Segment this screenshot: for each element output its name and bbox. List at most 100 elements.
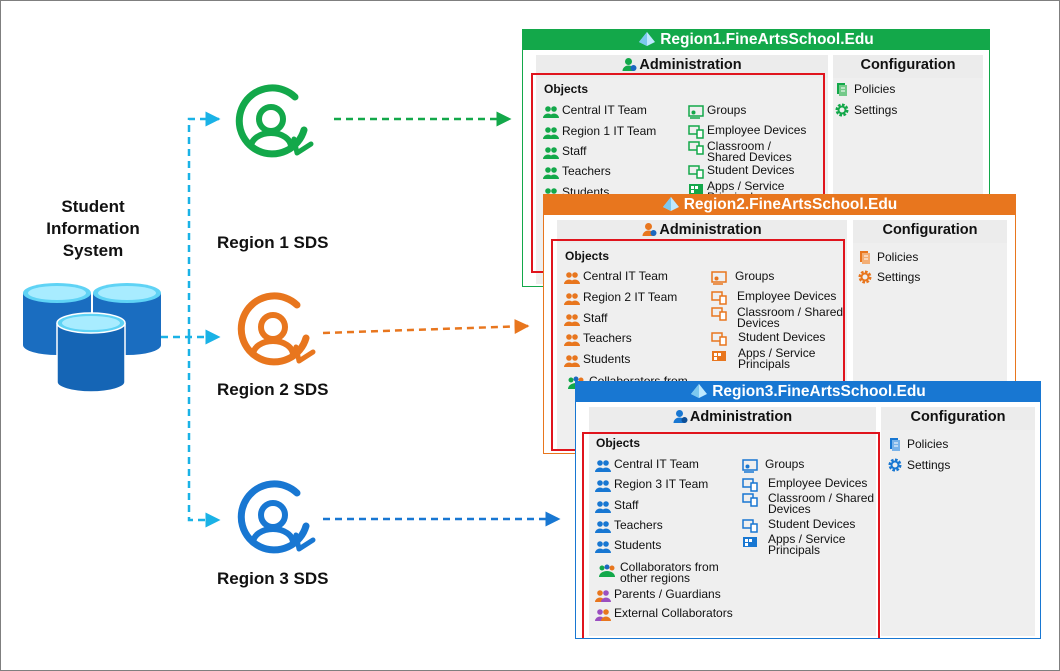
region1-tenant-header: Region1.FineArtsSchool.Edu <box>523 30 989 50</box>
device-icon <box>742 519 758 533</box>
object-item-label: Groups <box>735 269 775 283</box>
apps-icon <box>712 351 726 361</box>
group-icon <box>711 271 727 285</box>
sis-to-region1-arrow <box>187 111 221 336</box>
configuration-header: Configuration <box>881 407 1035 428</box>
configuration-body: Policies Settings <box>881 430 1035 636</box>
object-item-label: External Collaborators <box>614 606 733 620</box>
users-icon <box>543 147 559 159</box>
device-icon <box>711 307 727 321</box>
sis-title-line-1: Student <box>61 197 125 216</box>
group-icon <box>742 459 758 473</box>
object-item-label: Teachers <box>562 164 611 178</box>
region2-domain: Region2.FineArtsSchool.Edu <box>683 196 898 213</box>
object-item-label: Classroom / Shared Devices <box>737 305 844 330</box>
object-item-label: Students <box>614 538 662 552</box>
azure-ad-icon <box>662 197 679 211</box>
object-item-label: Central IT Team <box>583 269 668 283</box>
apps-icon <box>689 184 703 194</box>
object-item-label: Student Devices <box>738 330 826 344</box>
users-icon <box>595 501 611 513</box>
device-icon <box>688 125 704 139</box>
users-icon <box>564 314 580 326</box>
object-item-label: Region 2 IT Team <box>583 290 678 304</box>
device-icon <box>711 332 727 346</box>
object-item-label: Staff <box>562 144 587 158</box>
gear-icon <box>858 270 872 284</box>
region3-tenant: Region3.FineArtsSchool.Edu Administratio… <box>575 381 1041 639</box>
configuration-header: Configuration <box>853 220 1007 241</box>
administration-label: Administration <box>639 57 742 73</box>
object-item-label: Region 3 IT Team <box>614 477 709 491</box>
region1-sync-icon <box>235 84 314 158</box>
region3-configuration-panel: Configuration Policies Settings <box>881 407 1035 636</box>
database-icon <box>23 283 161 393</box>
region1-domain: Region1.FineArtsSchool.Edu <box>660 31 874 48</box>
db-cylinder-3 <box>56 312 126 393</box>
region3-domain: Region3.FineArtsSchool.Edu <box>712 383 926 400</box>
region1-sds-label: Region 1 SDS <box>217 233 329 252</box>
users-icon <box>595 521 611 533</box>
config-item-label: Settings <box>877 270 921 284</box>
region3-administration-panel: Administration <box>589 407 876 636</box>
gear-icon <box>888 458 902 472</box>
region2-objects-box: Objects Central IT Team Region 2 IT Team… <box>551 239 845 451</box>
object-item-label: Classroom / Shared Devices <box>707 139 792 164</box>
users-icon <box>595 460 611 472</box>
policy-icon <box>837 83 847 96</box>
administration-header: Administration <box>557 220 847 241</box>
administration-label: Administration <box>659 222 762 238</box>
admin-icon <box>673 410 688 423</box>
device-icon <box>742 478 758 492</box>
region2-tenant-header: Region2.FineArtsSchool.Edu <box>544 195 1015 215</box>
users-icon <box>595 480 611 492</box>
region3-sync-icon <box>237 480 316 554</box>
users-icon <box>564 293 580 305</box>
region2-sync-icon <box>237 292 316 366</box>
object-item-label: Employee Devices <box>768 476 868 490</box>
objects-title: Objects <box>565 249 610 263</box>
object-item-label: Student Devices <box>707 163 795 177</box>
group-icon <box>688 105 704 119</box>
object-item-label: Employee Devices <box>707 123 807 137</box>
config-item-label: Policies <box>854 82 896 96</box>
administration-label: Administration <box>689 409 793 425</box>
sis-title-line-2: Information <box>46 219 140 238</box>
region3-sds-label: Region 3 SDS <box>217 569 329 588</box>
device-icon <box>688 141 704 155</box>
sis-title: Student Information System <box>23 196 163 262</box>
object-item-label: Teachers <box>583 331 632 345</box>
object-item-label: Staff <box>583 311 608 325</box>
object-item-label: Apps / Service Principals <box>768 532 846 557</box>
azure-ad-icon <box>691 384 708 398</box>
administration-header: Administration <box>536 55 828 76</box>
object-item-label: Parents / Guardians <box>614 587 721 601</box>
object-item-label: Central IT Team <box>614 457 699 471</box>
parents-icon <box>595 590 611 602</box>
object-item-label: Staff <box>614 498 639 512</box>
policy-icon <box>860 251 870 264</box>
external-users-icon <box>595 609 611 621</box>
users-icon <box>564 272 580 284</box>
object-item-label: Central IT Team <box>562 103 647 117</box>
device-icon <box>742 493 758 507</box>
policy-icon <box>890 438 900 451</box>
users-icon <box>543 106 559 118</box>
admin-icon <box>622 58 637 71</box>
objects-title: Objects <box>596 436 641 450</box>
apps-icon <box>743 537 757 547</box>
administration-header: Administration <box>589 407 876 428</box>
users-icon <box>595 541 611 553</box>
config-item-label: Policies <box>877 250 919 264</box>
object-item-label: Apps / Service Principals <box>738 346 816 371</box>
object-item-label: Employee Devices <box>737 289 837 303</box>
administration-body <box>589 430 876 636</box>
users-icon <box>543 167 559 179</box>
sis-to-region3-arrow <box>187 337 221 528</box>
users-icon <box>543 127 559 139</box>
object-item-label: Teachers <box>614 518 663 532</box>
config-item-label: Settings <box>854 103 898 117</box>
region3-tenant-header: Region3.FineArtsSchool.Edu <box>576 382 1040 402</box>
